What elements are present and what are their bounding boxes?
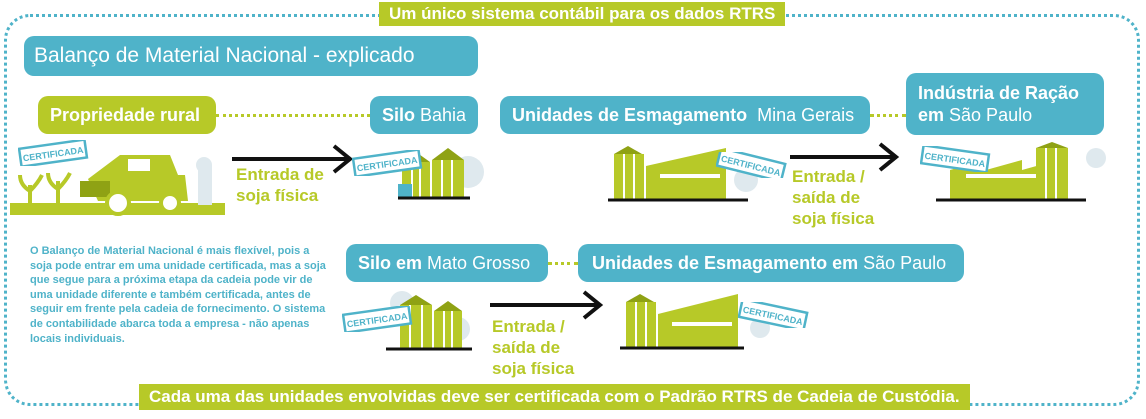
node-feed-sp-line1: Indústria de Ração bbox=[918, 83, 1080, 103]
bottom-banner: Cada uma das unidades envolvidas deve se… bbox=[139, 384, 970, 410]
node-silo-bahia-bold: Silo bbox=[382, 105, 416, 125]
flow-label-entrada-saida-1-line1: Entrada / bbox=[792, 167, 865, 186]
node-feed-sp: Indústria de Ração em São Paulo bbox=[906, 73, 1104, 135]
flow-label-entrada-1-line2: soja física bbox=[236, 186, 319, 205]
connector-farm-silo bbox=[216, 114, 370, 117]
crush-sp-illustration bbox=[620, 294, 770, 350]
node-farm: Propriedade rural bbox=[38, 96, 216, 134]
node-silo-mt-bold: Silo em bbox=[358, 253, 423, 273]
node-crush-sp: Unidades de Esmagamento em São Paulo bbox=[578, 244, 964, 282]
flow-label-entrada-saida-1-line3: soja física bbox=[792, 209, 875, 228]
flow-label-entrada-1: Entrada de soja física bbox=[236, 164, 324, 206]
flow-label-entrada-saida-2-line1: Entrada / bbox=[492, 317, 565, 336]
node-crush-sp-bold: Unidades de Esmagamento em bbox=[592, 253, 859, 273]
cert-stamp-silo-bahia: CERTIFICADA bbox=[352, 150, 423, 176]
diagram-title: Balanço de Material Nacional - explicado bbox=[24, 36, 478, 76]
node-silo-mt-place: Mato Grosso bbox=[427, 253, 531, 273]
node-farm-label: Propriedade rural bbox=[50, 105, 201, 125]
flow-label-entrada-saida-2-line2: saída de bbox=[492, 338, 561, 357]
node-silo-bahia: Silo Bahia bbox=[370, 96, 478, 134]
node-feed-sp-place: São Paulo bbox=[949, 105, 1033, 125]
node-silo-mt: Silo em Mato Grosso bbox=[346, 244, 548, 282]
connector-silo-crush bbox=[548, 262, 578, 265]
arrow-crush-to-feed bbox=[790, 142, 900, 172]
top-banner: Um único sistema contábil para os dados … bbox=[379, 2, 786, 26]
node-silo-bahia-place: Bahia bbox=[420, 105, 467, 125]
flow-label-entrada-saida-1: Entrada / saída de soja física bbox=[792, 166, 874, 229]
arrow-silo-to-crush bbox=[490, 290, 604, 320]
flow-label-entrada-saida-2: Entrada / saída de soja física bbox=[492, 316, 574, 379]
flow-label-entrada-saida-2-line3: soja física bbox=[492, 359, 575, 378]
node-crush-mg-bold: Unidades de Esmagamento bbox=[512, 105, 748, 125]
cert-stamp-crush-sp: CERTIFICADA bbox=[738, 302, 809, 328]
cert-stamp-farm: CERTIFICADA bbox=[18, 140, 89, 166]
node-crush-mg-place: Mina Gerais bbox=[757, 105, 855, 125]
flow-label-entrada-saida-1-line2: saída de bbox=[792, 188, 861, 207]
cert-stamp-silo-mt: CERTIFICADA bbox=[342, 306, 413, 332]
connector-crush-feed bbox=[870, 114, 906, 117]
cert-stamp-feed-sp: CERTIFICADA bbox=[920, 146, 991, 172]
cert-stamp-crush-mg: CERTIFICADA bbox=[716, 152, 787, 178]
node-crush-sp-place: São Paulo bbox=[863, 253, 947, 273]
arrow-farm-to-silo bbox=[232, 144, 354, 174]
node-feed-sp-line2: em bbox=[918, 105, 945, 125]
node-crush-mg: Unidades de Esmagamento Mina Gerais bbox=[500, 96, 870, 134]
explanation-note: O Balanço de Material Nacional é mais fl… bbox=[30, 245, 326, 345]
flow-label-entrada-1-line1: Entrada de bbox=[236, 165, 324, 184]
silo-mt-illustration bbox=[386, 291, 472, 351]
farm-illustration bbox=[10, 155, 225, 216]
crush-mg-illustration bbox=[608, 146, 758, 202]
